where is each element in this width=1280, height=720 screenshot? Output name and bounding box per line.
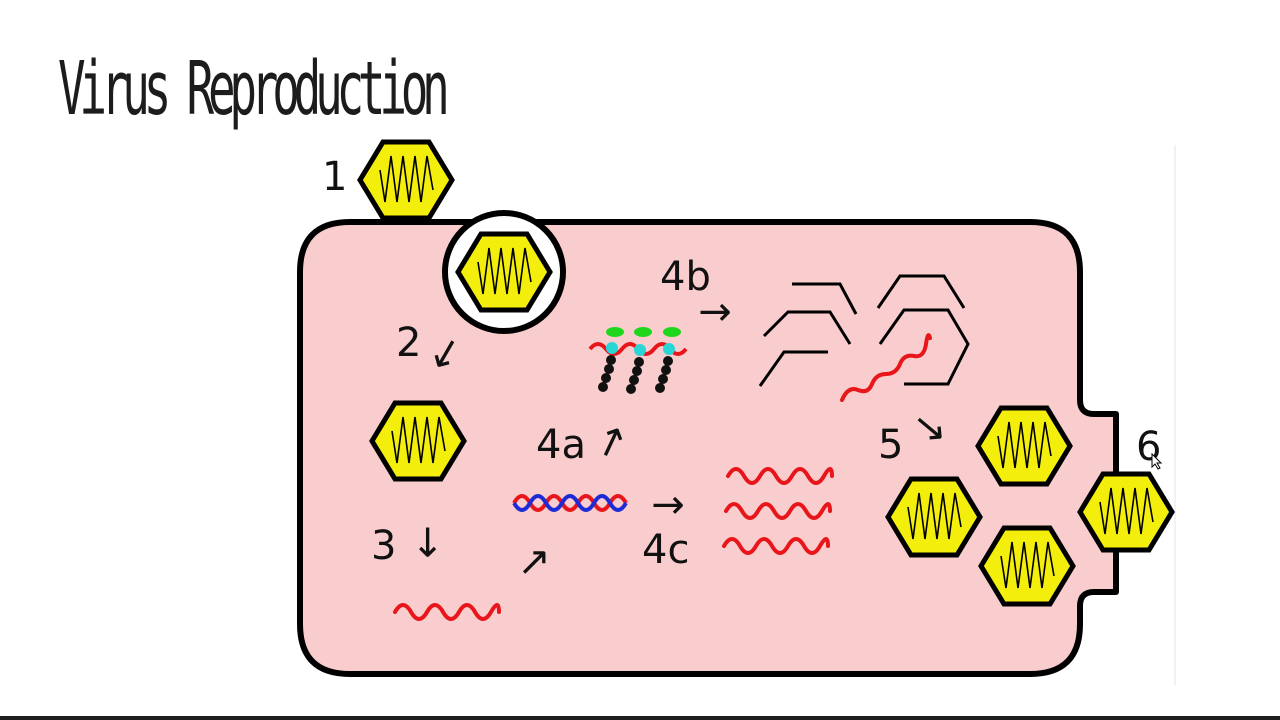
step-label-4c: 4c	[642, 527, 689, 573]
virion-uncoating	[372, 403, 464, 479]
step-label-4a: 4a	[536, 422, 586, 468]
arrow-step-3: →	[405, 525, 451, 559]
released-virion	[1080, 474, 1172, 550]
rna-entering-capsid	[840, 333, 932, 402]
arrow-step-4c: →	[651, 482, 685, 528]
host-cell	[297, 219, 1119, 677]
virion-in-vesicle	[458, 234, 550, 310]
arrow-step-4b: →	[698, 289, 732, 335]
capsid-fragments	[758, 274, 970, 387]
assembled-virion-3	[981, 528, 1073, 604]
rna-dna-double-helix	[512, 494, 628, 512]
step-label-1: 1	[322, 154, 347, 200]
step-label-5: 5	[878, 422, 903, 468]
assembled-virion-1	[978, 408, 1070, 484]
mouse-cursor-icon	[1151, 452, 1163, 470]
virion-attached	[360, 142, 452, 218]
replicated-rna-strands	[722, 467, 834, 555]
viral-rna-strand	[393, 603, 501, 621]
step-label-2: 2	[396, 320, 421, 366]
ribosome-translation	[588, 327, 688, 394]
step-label-4b: 4b	[660, 254, 711, 300]
bottom-bar	[0, 716, 1280, 720]
slide-title: Virus Reproduction	[58, 46, 450, 132]
assembled-virion-2	[888, 479, 980, 555]
step-label-3: 3	[371, 523, 396, 569]
